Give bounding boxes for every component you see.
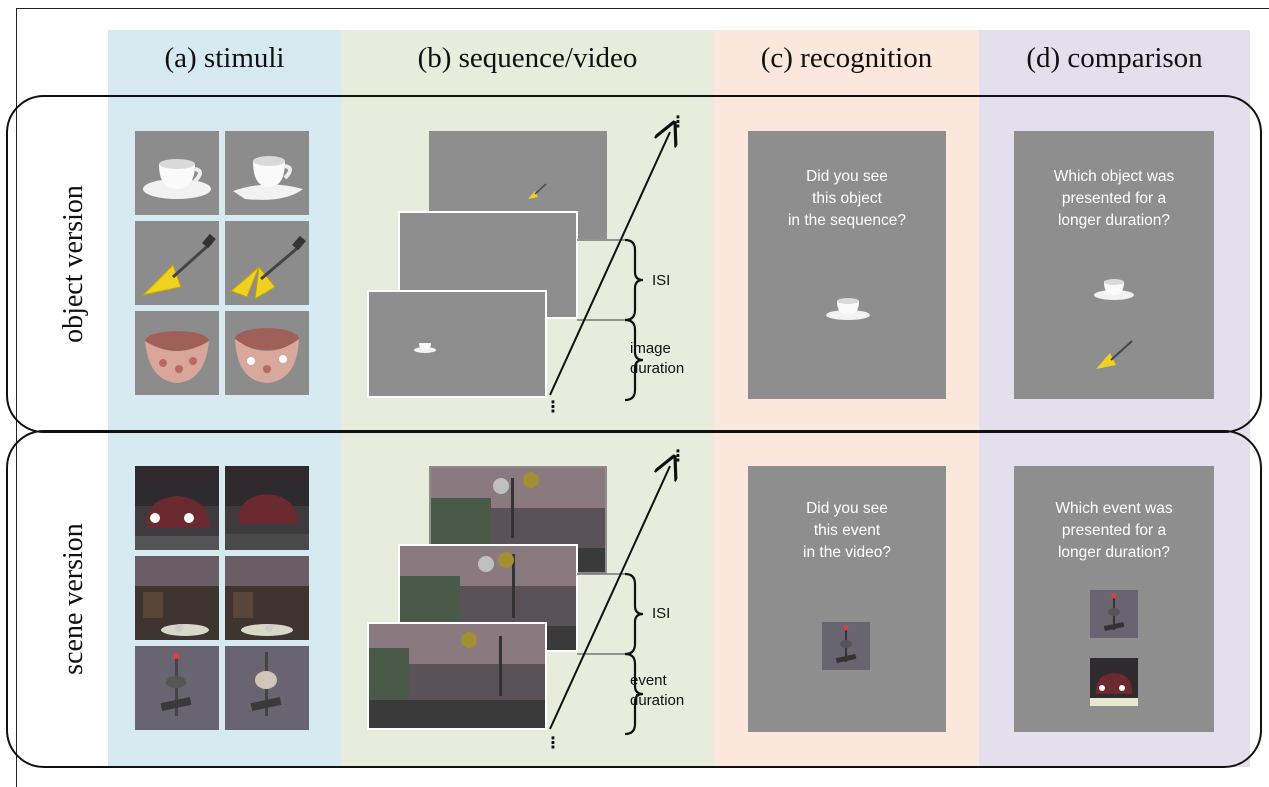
tower-icon bbox=[160, 653, 192, 716]
cup-icon bbox=[826, 298, 870, 320]
row-label-scene: scene version bbox=[58, 523, 89, 675]
column-title-recognition: (c) recognition bbox=[760, 42, 933, 74]
scene-time-arrow bbox=[549, 444, 680, 730]
stimulus-cup-2 bbox=[225, 131, 309, 215]
recognition-panel-scene: Did you see this event in the video? bbox=[748, 466, 946, 732]
stimulus-cup-1 bbox=[135, 131, 219, 215]
scene-recognition-q-line-2: this event bbox=[813, 522, 881, 539]
object-time-arrow bbox=[549, 110, 680, 396]
column-title-comparison: (d) comparison bbox=[1026, 42, 1203, 74]
cup-icon bbox=[1094, 279, 1134, 300]
scene-timing-brackets bbox=[577, 572, 644, 736]
stimulus-bowl-2 bbox=[225, 311, 309, 395]
stimulus-tower-1 bbox=[135, 646, 219, 730]
recognition-q-line-1: Did you see bbox=[806, 168, 888, 185]
bowl-icon bbox=[235, 328, 299, 383]
cup-icon bbox=[143, 159, 211, 199]
column-title-sequence: (b) sequence/video bbox=[417, 42, 638, 74]
cup-icon bbox=[233, 156, 303, 200]
stimulus-motorbike-2 bbox=[225, 556, 309, 640]
scene-ellipsis-top: ⋮ bbox=[670, 448, 686, 465]
object-timing-brackets bbox=[577, 238, 644, 402]
stimulus-motorbike-1 bbox=[135, 556, 219, 640]
column-title-stimuli: (a) stimuli bbox=[164, 42, 285, 74]
scene-ellipsis-bottom: ⋮ bbox=[545, 735, 561, 752]
scene-comparison-q-line-2: presented for a bbox=[1061, 522, 1167, 539]
car-icon bbox=[225, 466, 309, 550]
scene-comparison-q-line-1: Which event was bbox=[1055, 500, 1173, 517]
row-box-object bbox=[6, 95, 1262, 433]
comparison-q-line-3: longer duration? bbox=[1057, 212, 1171, 229]
stimulus-bowl-1 bbox=[135, 311, 219, 395]
tower-icon bbox=[250, 652, 282, 716]
row-label-object: object version bbox=[58, 185, 89, 343]
recognition-q-line-2: this object bbox=[812, 190, 882, 207]
car-thumbnail-icon bbox=[1090, 658, 1138, 706]
comparison-panel-object: Which object was presented for a longer … bbox=[1014, 131, 1214, 399]
scene-recognition-q-line-3: in the video? bbox=[803, 544, 891, 561]
cup-icon bbox=[414, 343, 436, 353]
street-scene-icon bbox=[369, 624, 545, 728]
comparison-q-line-1: Which object was bbox=[1053, 168, 1175, 185]
stimulus-car-1 bbox=[135, 466, 219, 550]
object-ellipsis-bottom: ⋮ bbox=[545, 399, 561, 416]
guitar-icon bbox=[528, 183, 547, 199]
object-duration-label-1: image bbox=[630, 340, 671, 357]
object-duration-label-2: duration bbox=[630, 360, 685, 377]
bowl-icon bbox=[145, 331, 209, 383]
comparison-panel-scene: Which event was presented for a longer d… bbox=[1014, 466, 1214, 732]
object-isi-label: ISI bbox=[652, 272, 671, 289]
comparison-q-line-2: presented for a bbox=[1061, 190, 1167, 207]
scene-recognition-q-line-1: Did you see bbox=[806, 500, 888, 517]
car-icon bbox=[135, 466, 219, 550]
video-frame-front bbox=[367, 622, 547, 730]
street-icon bbox=[225, 556, 309, 640]
scene-isi-label: ISI bbox=[652, 605, 671, 622]
tower-thumbnail-icon bbox=[822, 622, 870, 670]
stimulus-guitar-1 bbox=[135, 221, 219, 305]
guitar-icon bbox=[1096, 340, 1133, 369]
recognition-panel-object: Did you see this object in the sequence? bbox=[748, 131, 946, 399]
row-box-scene bbox=[6, 430, 1262, 768]
frame-top bbox=[16, 8, 1269, 9]
stimulus-tower-2 bbox=[225, 646, 309, 730]
stimulus-guitar-2 bbox=[225, 221, 309, 305]
guitar-icon bbox=[141, 233, 216, 296]
tower-thumbnail-icon bbox=[1090, 590, 1138, 638]
street-icon bbox=[135, 556, 219, 640]
recognition-q-line-3: in the sequence? bbox=[787, 212, 907, 229]
scene-duration-label-1: event bbox=[630, 672, 667, 689]
scene-duration-label-2: duration bbox=[630, 692, 685, 709]
sequence-frame-front bbox=[367, 290, 547, 398]
stimulus-car-2 bbox=[225, 466, 309, 550]
guitar-icon bbox=[230, 235, 306, 300]
scene-comparison-q-line-3: longer duration? bbox=[1057, 544, 1171, 561]
object-ellipsis-top: ⋮ bbox=[670, 114, 686, 131]
